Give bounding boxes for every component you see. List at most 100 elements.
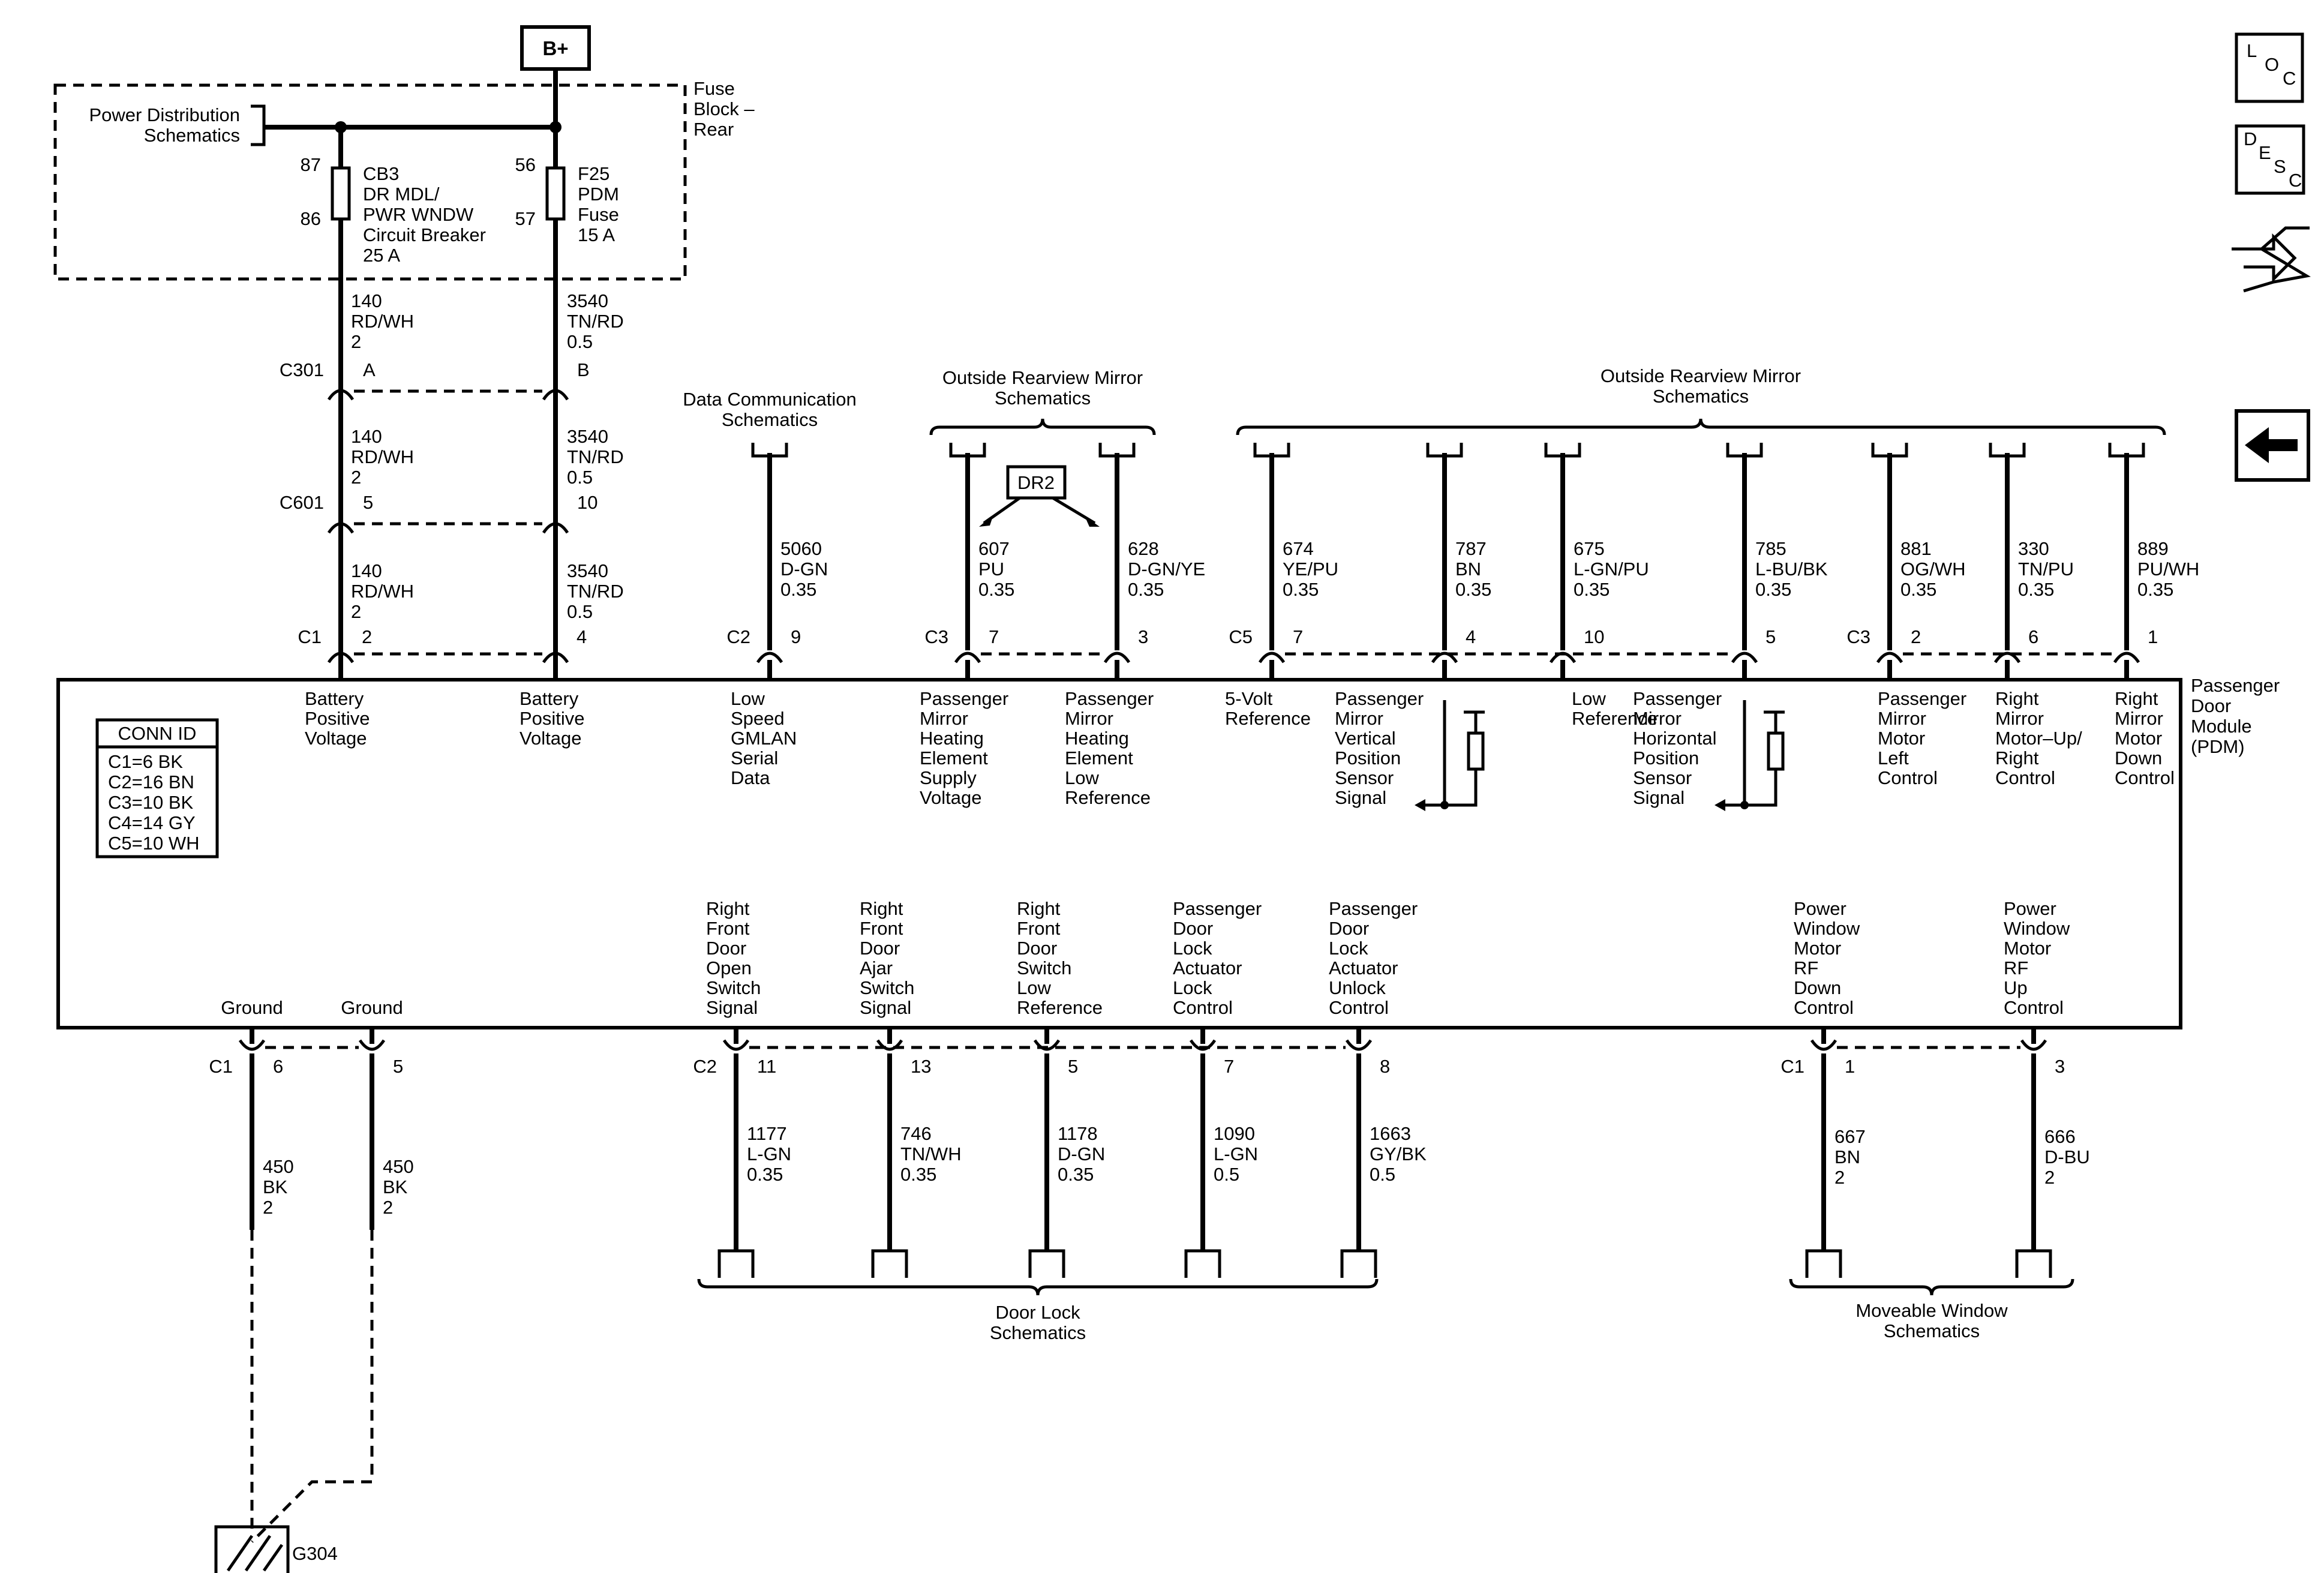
top-pin-label-10-4: Left xyxy=(1878,748,1909,769)
bottom-pin-number-7: 8 xyxy=(1380,1056,1390,1077)
bottom-pin-label-8-3: Motor xyxy=(1794,938,1841,959)
data-comm-header-2: Schematics xyxy=(722,409,818,430)
top-pin-label-12-5: Control xyxy=(2115,767,2175,788)
window-header-2: Schematics xyxy=(1884,1320,1980,1341)
back-arrow-icon xyxy=(2245,427,2298,463)
c301-left-pin-symbol xyxy=(327,389,355,401)
bottom-pin-symbol-7 xyxy=(1345,1039,1373,1051)
bottom-pin-label-6-3: Lock xyxy=(1173,938,1212,959)
top-conn-id-6: C5 xyxy=(1229,626,1253,647)
top-wire-size-9: 0.35 xyxy=(1755,579,1791,600)
top-pin-symbol-11 xyxy=(1993,652,2021,664)
bottom-pin-symbol-8 xyxy=(1810,1039,1837,1051)
fuse-label-3: Fuse xyxy=(578,204,619,225)
top-pin-label-5-2: Mirror xyxy=(1065,708,1113,729)
top-wire-circuit-4: 607 xyxy=(978,538,1010,559)
top-pin-label-4-3: Heating xyxy=(920,728,984,749)
bottom-pin-label-4-3: Door xyxy=(860,938,900,959)
top-terminal-3 xyxy=(751,443,788,458)
fuse-pin-in: 56 xyxy=(515,154,536,175)
bottom-wire-color-6: L-GN xyxy=(1214,1143,1258,1164)
bottom-pin-5: 51178D-GN0.35RightFrontDoorSwitchLowRefe… xyxy=(1017,898,1105,1278)
top-pin-label-9-3: Horizontal xyxy=(1633,728,1717,749)
connector-info-button[interactable] xyxy=(2232,226,2311,293)
top-wire-circuit-12: 889 xyxy=(2137,538,2169,559)
top-pin-label-4-6: Voltage xyxy=(920,787,981,808)
c601-left-pin: 5 xyxy=(363,492,373,513)
wire-right-2-color: TN/RD xyxy=(567,446,624,467)
bottom-wire-circuit-3: 1177 xyxy=(747,1123,787,1144)
top-pin-label-1-3: Voltage xyxy=(305,728,367,749)
bottom-pin-4: 13746TN/WH0.35RightFrontDoorAjarSwitchSi… xyxy=(860,898,962,1278)
loc-button[interactable]: L O C xyxy=(2235,32,2304,103)
bottom-pin-symbol-1 xyxy=(238,1039,266,1051)
desc-letter-c: C xyxy=(2289,170,2302,191)
bottom-pin-label-3-2: Front xyxy=(706,918,750,939)
top-pin-label-10-5: Control xyxy=(1878,767,1938,788)
fuse-symbol xyxy=(545,166,566,221)
bottom-wire-circuit-1: 450 xyxy=(263,1156,294,1177)
desc-letter-s: S xyxy=(2274,156,2286,177)
bottom-pin-label-3-5: Switch xyxy=(706,977,761,998)
bottom-pin-label-9-1: Power xyxy=(2004,898,2056,919)
top-pin-label-5-4: Element xyxy=(1065,748,1133,769)
top-wire-size-8: 0.35 xyxy=(1574,579,1610,600)
top-wire-color-3: D-GN xyxy=(780,559,828,580)
top-wire-color-4: PU xyxy=(978,559,1004,580)
bottom-pin-label-5-4: Switch xyxy=(1017,957,1071,978)
top-pin-symbol-10 xyxy=(1876,652,1903,664)
top-pin-number-3: 9 xyxy=(791,626,801,647)
horizontal-sensor-signal xyxy=(1723,769,1777,807)
bottom-pin-symbol-9 xyxy=(2020,1039,2047,1051)
top-pin-label-7-2: Mirror xyxy=(1335,708,1383,729)
wire-left-2-circuit: 140 xyxy=(351,426,382,447)
top-pin-number-12: 1 xyxy=(2148,626,2158,647)
bottom-pin-label-4-6: Signal xyxy=(860,997,911,1018)
bottom-terminal-8 xyxy=(1805,1249,1842,1278)
module-name-4: (PDM) xyxy=(2191,736,2245,757)
top-wire-color-7: BN xyxy=(1455,559,1481,580)
horizontal-sensor-arrow xyxy=(1715,799,1725,811)
top-terminal-4 xyxy=(949,443,986,458)
top-pin-label-7-1: Passenger xyxy=(1335,688,1424,709)
top-pin-symbol-9 xyxy=(1731,652,1758,664)
bottom-pin-symbol-3 xyxy=(722,1039,750,1051)
top-pin-number-5: 3 xyxy=(1138,626,1148,647)
module-name-1: Passenger xyxy=(2191,675,2280,696)
distribution-label-2: Schematics xyxy=(144,125,240,146)
top-conn-id-4: C3 xyxy=(924,626,948,647)
bottom-wire-color-4: TN/WH xyxy=(900,1143,962,1164)
bottom-wire-size-2: 2 xyxy=(383,1197,393,1218)
dr2-label: DR2 xyxy=(1017,472,1055,493)
top-pin-label-4-2: Mirror xyxy=(920,708,968,729)
wire-right-3-size: 0.5 xyxy=(567,601,593,622)
pdm-module: Passenger Door Module (PDM) CONN ID C1=6… xyxy=(56,675,2280,1029)
mirror-right-header-2: Schematics xyxy=(1653,386,1749,407)
fuse-label-4: 15 A xyxy=(578,224,615,245)
top-pin-label-10-3: Motor xyxy=(1878,728,1925,749)
bottom-terminal-6 xyxy=(1184,1249,1221,1278)
bottom-terminal-5 xyxy=(1028,1249,1065,1278)
bottom-pin-label-7-6: Control xyxy=(1329,997,1389,1018)
bottom-pin-label-6-5: Lock xyxy=(1173,977,1212,998)
window-header-1: Moveable Window xyxy=(1855,1300,2008,1321)
module-name-2: Door xyxy=(2191,695,2231,716)
bottom-pin-label-9-3: Motor xyxy=(2004,938,2051,959)
back-button[interactable] xyxy=(2235,409,2310,482)
bottom-pin-symbol-4 xyxy=(876,1039,903,1051)
bottom-pin-label-6-1: Passenger xyxy=(1173,898,1262,919)
top-schematic-headers: Data Communication Schematics Outside Re… xyxy=(683,365,2166,527)
top-pin-label-6-1: 5-Volt xyxy=(1225,688,1273,709)
top-wire-size-4: 0.35 xyxy=(978,579,1014,600)
top-pin-number-11: 6 xyxy=(2028,626,2038,647)
bottom-pin-label-7-3: Lock xyxy=(1329,938,1368,959)
top-pin-label-5-6: Reference xyxy=(1065,787,1151,808)
top-terminal-8 xyxy=(1544,443,1581,458)
bottom-wire-color-3: L-GN xyxy=(747,1143,791,1164)
top-pin-symbol-7 xyxy=(1431,652,1458,664)
desc-button[interactable]: D E S C xyxy=(2235,124,2305,195)
fuse-label-2: PDM xyxy=(578,184,619,205)
